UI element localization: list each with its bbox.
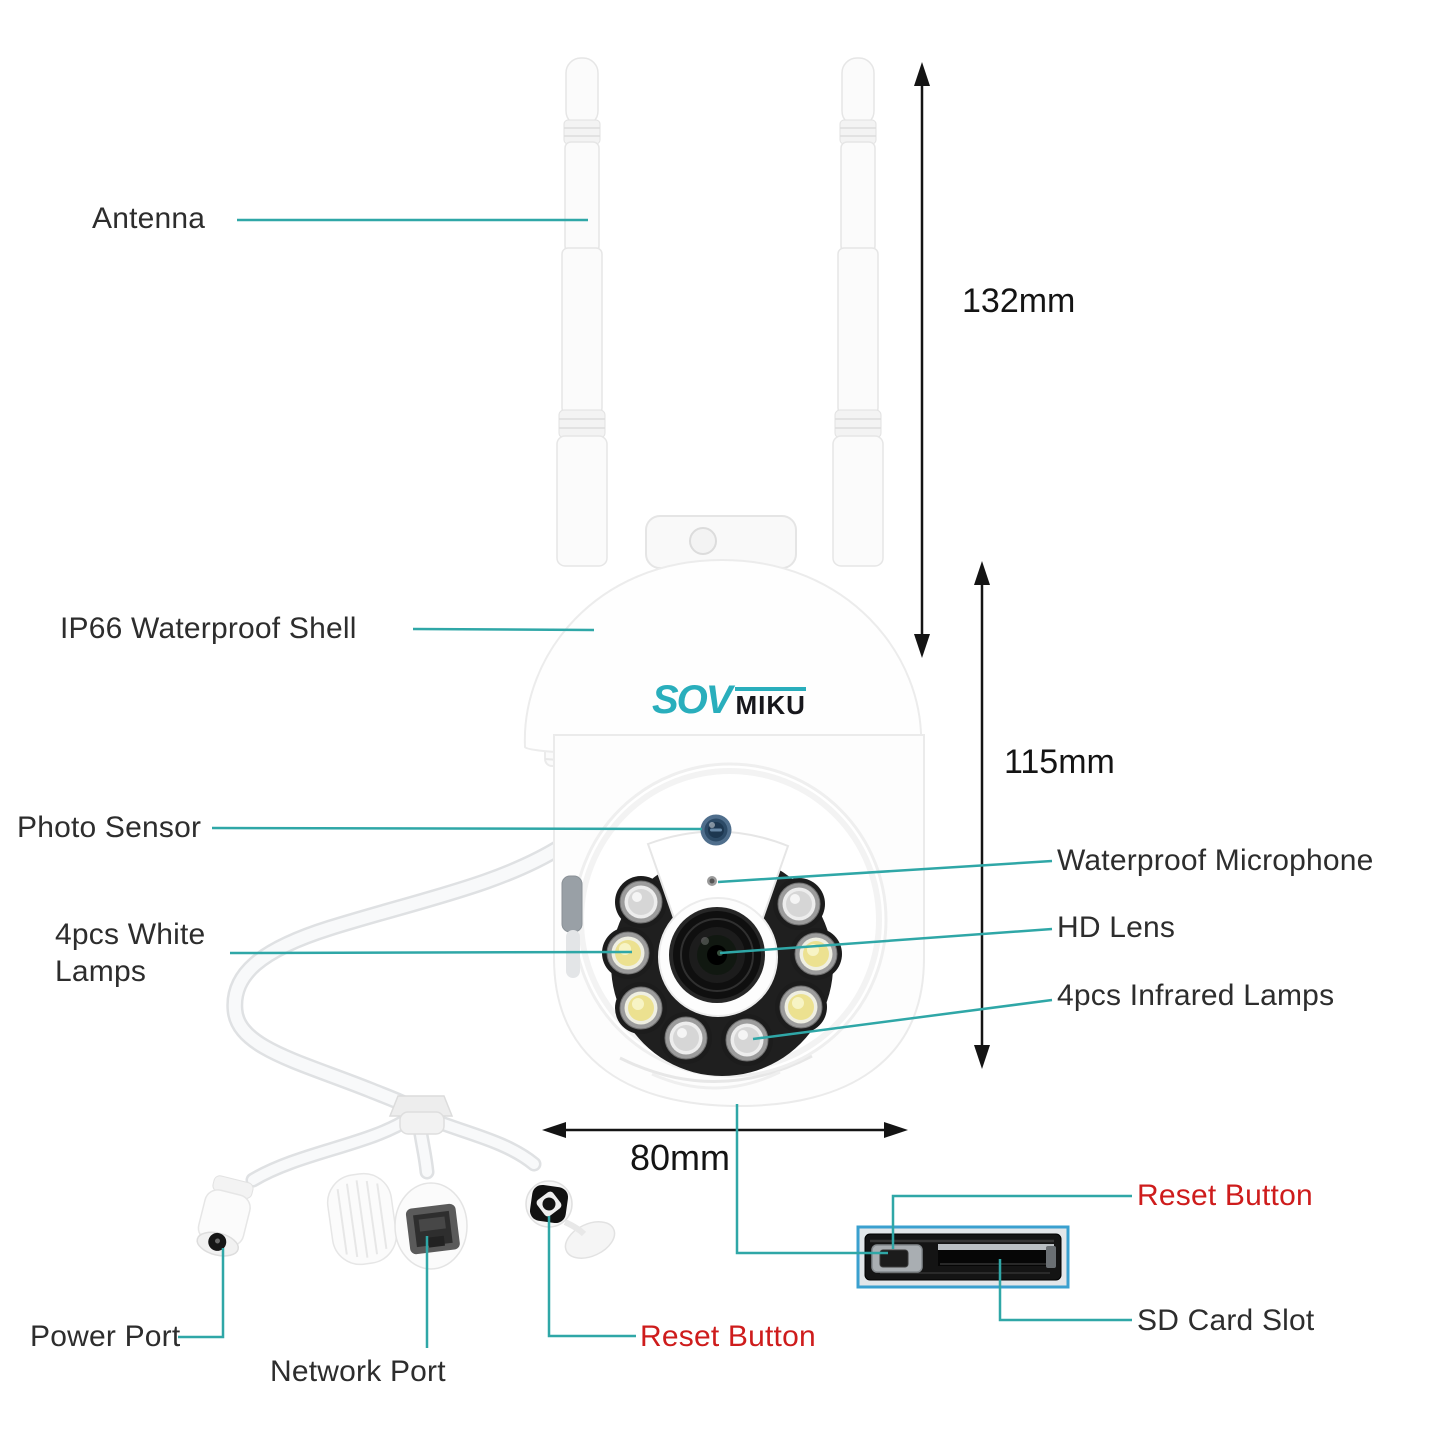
sd-card-slot-graphic bbox=[938, 1244, 1056, 1268]
antenna-left-graphic bbox=[556, 57, 608, 567]
power-port-label: Power Port bbox=[30, 1320, 181, 1353]
white-lamp-graphic bbox=[619, 986, 663, 1030]
callout-line-sd-card bbox=[998, 1259, 1132, 1322]
callout-line-photo-sensor bbox=[211, 826, 703, 831]
cable-splitter-graphic bbox=[388, 1095, 454, 1117]
callout-line-body-to-inset bbox=[735, 1104, 888, 1255]
white-lamps-label-line2: Lamps bbox=[55, 955, 147, 988]
white-lamp-graphic bbox=[606, 931, 650, 975]
side-slot-graphic bbox=[561, 875, 583, 933]
network-port-graphic bbox=[326, 1172, 468, 1270]
mount-bracket-graphic bbox=[645, 515, 797, 569]
reset-button-inset-label: Reset Button bbox=[1137, 1179, 1313, 1212]
dimension-115mm bbox=[974, 561, 990, 1069]
callout-line-power-port bbox=[178, 1248, 225, 1339]
white-lamp-graphic bbox=[779, 985, 823, 1029]
body-width-dimension: 80mm bbox=[630, 1137, 731, 1178]
antenna-label: Antenna bbox=[92, 202, 206, 235]
brand-logo: SOV MIKU bbox=[652, 680, 806, 720]
callout-line-shell bbox=[412, 627, 595, 632]
infrared-lamps-label: 4pcs Infrared Lamps bbox=[1057, 979, 1335, 1012]
brand-logo-sov: SOV bbox=[652, 678, 732, 722]
cable-graphic bbox=[226, 837, 571, 1188]
microphone-hole-graphic bbox=[707, 876, 717, 886]
body-height-dimension: 115mm bbox=[1004, 743, 1115, 781]
callout-line-infrared-lamps bbox=[752, 998, 1053, 1041]
camera-face-graphic bbox=[561, 762, 888, 1078]
microphone-label: Waterproof Microphone bbox=[1057, 844, 1374, 877]
power-port-graphic bbox=[196, 1175, 254, 1257]
reset-connector-graphic bbox=[525, 1180, 616, 1259]
callout-line-reset-cable bbox=[547, 1216, 636, 1338]
ir-lamp-graphic bbox=[725, 1018, 769, 1062]
dimension-80mm bbox=[542, 1122, 908, 1138]
antenna-right-graphic bbox=[832, 57, 884, 567]
dimension-132mm bbox=[914, 62, 930, 658]
photo-sensor-graphic bbox=[700, 814, 732, 846]
ir-lamp-graphic bbox=[619, 880, 663, 924]
shell-label: IP66 Waterproof Shell bbox=[60, 612, 357, 645]
hd-lens-graphic bbox=[669, 907, 765, 1003]
white-lamps-label-line1: 4pcs White bbox=[55, 918, 206, 951]
antenna-height-dimension: 132mm bbox=[962, 282, 1076, 320]
reset-button-cable-label: Reset Button bbox=[640, 1320, 816, 1353]
hd-lens-label: HD Lens bbox=[1057, 911, 1176, 944]
white-lamp-graphic bbox=[794, 932, 838, 976]
brand-logo-miku: MIKU bbox=[735, 687, 806, 718]
callout-line-hd-lens bbox=[719, 927, 1053, 955]
reset-button-graphic bbox=[871, 1244, 923, 1273]
ir-lamp-graphic bbox=[777, 882, 821, 926]
sd-inset-photo bbox=[856, 1225, 1070, 1289]
callout-line-white-lamps bbox=[229, 950, 633, 955]
callout-line-reset-inset bbox=[891, 1194, 1132, 1249]
photo-sensor-label: Photo Sensor bbox=[17, 811, 202, 844]
ir-lamp-graphic bbox=[664, 1016, 708, 1060]
side-slot-lower-graphic bbox=[566, 930, 580, 978]
network-port-label: Network Port bbox=[270, 1355, 446, 1388]
callout-line-microphone bbox=[717, 859, 1053, 884]
sd-card-slot-label: SD Card Slot bbox=[1137, 1304, 1315, 1337]
